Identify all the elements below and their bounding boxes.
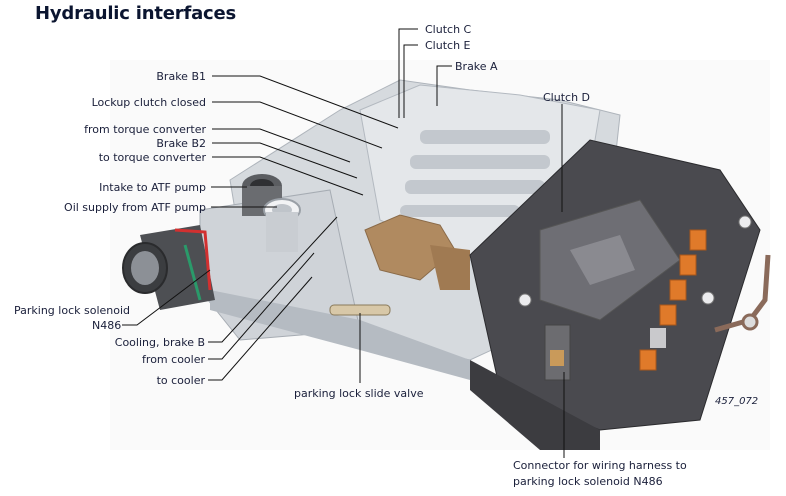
solenoid-connectors [639, 229, 707, 371]
label-cooling-brake-b: Cooling, brake B [114, 336, 205, 349]
lower-plate [210, 290, 470, 380]
lever-arm [714, 254, 771, 333]
label-parking-lock-slide-valve: parking lock slide valve [294, 387, 424, 400]
label-from-torque-converter: from torque converter [84, 123, 206, 136]
label-brake-a: Brake A [455, 60, 498, 73]
label-connector-line2: parking lock solenoid N486 [513, 475, 663, 488]
valve-channels [400, 130, 550, 217]
label-clutch-d: Clutch D [543, 91, 591, 104]
label-connector-line1: Connector for wiring harness to [513, 459, 687, 472]
label-intake-to-atf-pump: Intake to ATF pump [99, 181, 206, 194]
grey-connector [650, 328, 666, 348]
mounting-holes [518, 215, 752, 307]
label-lockup-clutch-closed: Lockup clutch closed [91, 96, 206, 109]
label-to-torque-converter: to torque converter [98, 151, 206, 164]
label-parking-lock-solenoid-n486: N486 [92, 319, 122, 332]
page-title: Hydraulic interfaces [35, 3, 237, 24]
label-clutch-e: Clutch E [425, 39, 471, 52]
leader-lines [122, 28, 565, 458]
label-brake-b1: Brake B1 [156, 70, 206, 83]
label-clutch-c: Clutch C [425, 23, 472, 36]
label-from-cooler: from cooler [142, 353, 205, 366]
label-parking-lock-solenoid: Parking lock solenoid [14, 304, 131, 317]
label-to-cooler: to cooler [156, 374, 205, 387]
label-brake-b2: Brake B2 [156, 137, 206, 150]
label-oil-supply-from-atf-pump: Oil supply from ATF pump [64, 201, 206, 214]
figure-number: 457_072 [715, 396, 759, 407]
